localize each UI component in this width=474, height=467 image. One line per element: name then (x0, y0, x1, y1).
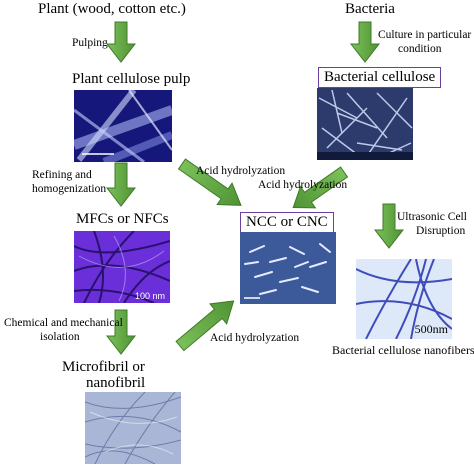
edge-label-culture-1: Culture in particular (378, 29, 472, 41)
arrow-acid-1 (177, 158, 242, 206)
node-mfc: MFCs or NFCs (76, 211, 169, 227)
arrow-acid-3 (175, 300, 235, 352)
arrow-culture (349, 21, 381, 63)
node-bacteria: Bacteria (345, 1, 395, 17)
node-plant-pulp: Plant cellulose pulp (72, 71, 191, 87)
edge-label-acid-2: Acid hydrolyzation (258, 179, 348, 191)
node-bc-nanofibers: Bacterial cellulose nanofibers (332, 343, 474, 357)
edge-label-acid-1: Acid hydrolyzation (196, 165, 286, 177)
arrow-ultrasonic (373, 203, 405, 249)
node-plant: Plant (wood, cotton etc.) (38, 1, 186, 17)
edge-label-ultrasonic-1: Ultrasonic Cell (397, 211, 467, 223)
node-ncc: NCC or CNC (240, 212, 334, 233)
edge-label-ultrasonic-2: Disruption (416, 225, 466, 237)
arrow-refining (105, 162, 137, 207)
microfibril-micrograph (85, 392, 181, 464)
edge-label-chemical-2: isolation (40, 331, 80, 343)
node-bacterial-cellulose: Bacterial cellulose (318, 67, 442, 88)
scale-bar-mfc: 100 nm (134, 291, 165, 301)
bc-nanofibers-micrograph: 500nm (356, 259, 452, 339)
edge-label-chemical-1: Chemical and mechanical (4, 317, 123, 329)
mfc-micrograph: 100 nm (74, 231, 170, 303)
edge-label-refining-2: homogenization (32, 183, 107, 195)
node-microfibril-1: Microfibril or (62, 359, 145, 375)
arrow-pulping (105, 21, 137, 63)
node-microfibril-2: nanofibril (86, 375, 146, 391)
edge-label-culture-2: condition (398, 43, 442, 55)
arrow-acid-2 (292, 166, 349, 209)
scale-bar-bc: 500nm (414, 322, 448, 336)
ncc-micrograph (240, 232, 336, 304)
arrow-isolation (105, 309, 137, 355)
bacterial-cellulose-micrograph (317, 88, 413, 160)
plant-pulp-micrograph (74, 90, 172, 162)
edge-label-pulping: Pulping (72, 37, 108, 49)
edge-label-acid-3: Acid hydrolyzation (210, 332, 300, 344)
edge-label-refining-1: Refining and (32, 169, 92, 181)
